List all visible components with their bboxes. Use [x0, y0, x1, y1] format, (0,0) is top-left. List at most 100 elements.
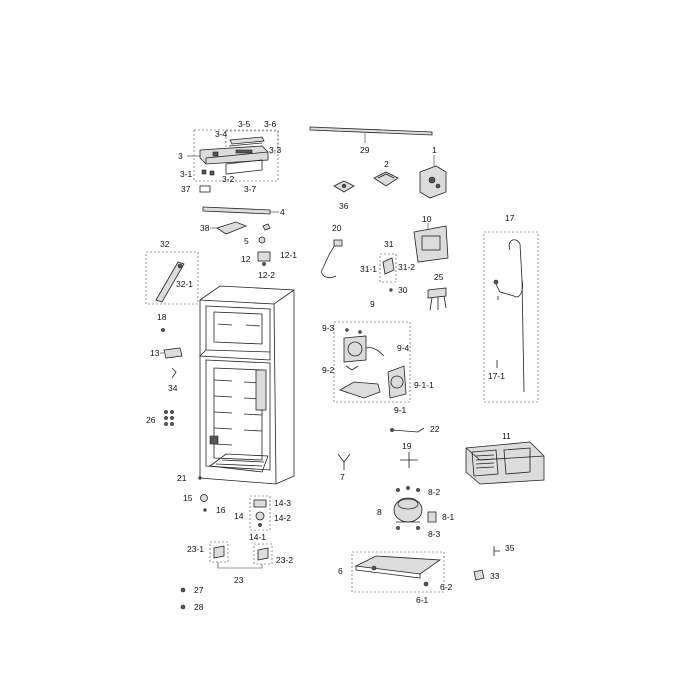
part-22: [391, 427, 425, 433]
label-32: 32: [160, 239, 170, 249]
label-8-2: 8-2: [428, 487, 441, 497]
label-9-1: 9-1: [394, 405, 407, 415]
part-13: [163, 347, 183, 359]
part-29: [309, 126, 433, 136]
label-38: 38: [200, 223, 210, 233]
part-8-1: [427, 511, 437, 523]
label-3-4: 3-4: [215, 129, 228, 139]
label-10: 10: [422, 214, 432, 224]
part-8: [393, 497, 423, 523]
label-33: 33: [490, 571, 500, 581]
part-10: [413, 225, 449, 263]
group-23: [209, 541, 273, 569]
label-8-3: 8-3: [428, 529, 441, 539]
part-19: [400, 452, 418, 468]
label-3-3: 3-3: [269, 145, 282, 155]
part-27: [180, 587, 186, 593]
part-21: [198, 476, 202, 480]
label-3-5: 3-5: [238, 119, 251, 129]
label-6: 6: [338, 566, 343, 576]
part-34: [171, 367, 177, 379]
part-5: [258, 236, 266, 244]
label-23-2: 23-2: [276, 555, 293, 565]
label-19: 19: [402, 441, 412, 451]
label-31: 31: [384, 239, 394, 249]
label-35: 35: [505, 543, 515, 553]
label-23: 23: [234, 575, 244, 585]
label-14-2: 14-2: [274, 513, 291, 523]
part-4: [202, 206, 271, 215]
label-12: 12: [241, 254, 251, 264]
group-31: [379, 253, 397, 283]
label-9: 9: [370, 299, 375, 309]
label-29: 29: [360, 145, 370, 155]
label-16: 16: [216, 505, 226, 515]
label-30: 30: [398, 285, 408, 295]
label-18: 18: [157, 312, 167, 322]
label-12-2: 12-2: [258, 270, 275, 280]
group-9: [333, 321, 411, 403]
label-17-1: 17-1: [488, 371, 505, 381]
label-13: 13: [150, 348, 160, 358]
refrigerator-cabinet: [199, 285, 295, 485]
part-9-2: [345, 365, 359, 371]
label-5: 5: [244, 236, 249, 246]
label-9-3: 9-3: [322, 323, 335, 333]
group-32: [145, 251, 199, 305]
label-3-1: 3-1: [180, 169, 193, 179]
label-36: 36: [339, 201, 349, 211]
label-26: 26: [146, 415, 156, 425]
part-18: [161, 328, 165, 332]
label-27: 27: [194, 585, 204, 595]
label-3-7: 3-7: [244, 184, 257, 194]
label-21: 21: [177, 473, 187, 483]
label-22: 22: [430, 424, 440, 434]
label-6-1: 6-1: [416, 595, 429, 605]
label-11: 11: [502, 431, 511, 441]
label-4: 4: [280, 207, 285, 217]
label-34: 34: [168, 383, 178, 393]
part-11: [465, 441, 545, 485]
label-3-6: 3-6: [264, 119, 277, 129]
label-14-3: 14-3: [274, 498, 291, 508]
label-25: 25: [434, 272, 444, 282]
label-3-2: 3-2: [222, 174, 235, 184]
label-8-1: 8-1: [442, 512, 455, 522]
label-23-1: 23-1: [187, 544, 204, 554]
label-20: 20: [332, 223, 342, 233]
label-37: 37: [181, 184, 191, 194]
part-labels: 1 2 3 3-1 3-2 3-3 3-4 3-5 3-6 3-7 4 5 6 …: [146, 119, 515, 612]
label-31-2: 31-2: [398, 262, 415, 272]
label-1: 1: [432, 145, 437, 155]
label-9-2: 9-2: [322, 365, 335, 375]
part-26: [164, 410, 174, 426]
label-14: 14: [234, 511, 244, 521]
part-28: [180, 604, 186, 610]
part-35: [493, 546, 500, 556]
label-9-1-1: 9-1-1: [414, 380, 434, 390]
label-8: 8: [377, 507, 382, 517]
label-7: 7: [340, 472, 345, 482]
group-14: [249, 495, 271, 531]
part-37: [199, 185, 211, 193]
label-17: 17: [505, 213, 515, 223]
label-32-1: 32-1: [176, 279, 193, 289]
part-6: [351, 551, 445, 593]
part-20: [321, 239, 343, 278]
label-9-4: 9-4: [397, 343, 410, 353]
control-assembly-group: [187, 129, 279, 182]
label-31-1: 31-1: [360, 264, 377, 274]
part-16: [203, 508, 207, 512]
part-12: [257, 251, 271, 262]
part-25: [427, 287, 447, 311]
label-14-1: 14-1: [249, 532, 266, 542]
label-2: 2: [384, 159, 389, 169]
label-3: 3: [178, 151, 183, 161]
label-28: 28: [194, 602, 204, 612]
part-17: [493, 239, 525, 393]
part-33: [473, 569, 485, 581]
label-12-1: 12-1: [280, 250, 297, 260]
label-15: 15: [183, 493, 193, 503]
part-2: [373, 171, 399, 187]
